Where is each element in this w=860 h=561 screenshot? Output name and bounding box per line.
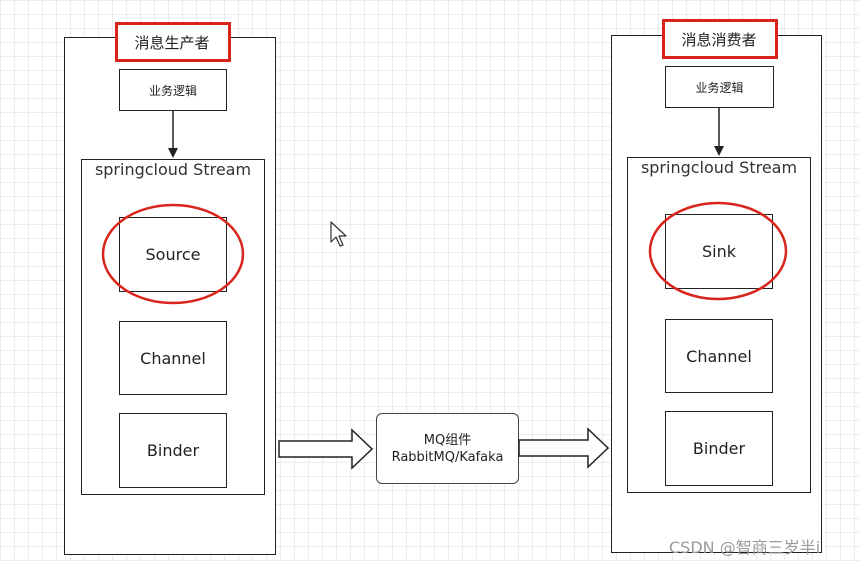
mq-to-consumer-arrow (518, 427, 610, 469)
producer-channel-box: Channel (119, 321, 227, 395)
mq-component-label: MQ组件 (423, 432, 472, 448)
sink-highlight-ellipse (648, 201, 788, 301)
producer-to-mq-arrow (278, 428, 374, 470)
consumer-channel-box: Channel (665, 319, 773, 393)
producer-title: 消息生产者 (116, 24, 228, 60)
sink-box: Sink (665, 214, 773, 289)
consumer-business-logic-box: 业务逻辑 (665, 66, 774, 108)
mq-component-box: MQ组件 RabbitMQ/Kafaka (376, 413, 519, 484)
watermark: CSDN @智商三岁半i (669, 538, 821, 557)
consumer-binder-box: Binder (665, 411, 773, 486)
producer-business-logic-box: 业务逻辑 (119, 69, 227, 111)
mq-component-products: RabbitMQ/Kafaka (391, 449, 504, 465)
consumer-title-highlight (662, 19, 778, 59)
producer-binder-box: Binder (119, 413, 227, 488)
mouse-cursor-icon (330, 221, 347, 247)
consumer-title: 消息消费者 (663, 21, 775, 57)
source-highlight-ellipse (101, 203, 245, 305)
source-box: Source (119, 217, 227, 292)
consumer-stream-label: springcloud Stream (640, 158, 798, 177)
producer-stream-label: springcloud Stream (94, 160, 252, 179)
producer-title-highlight (115, 22, 231, 62)
